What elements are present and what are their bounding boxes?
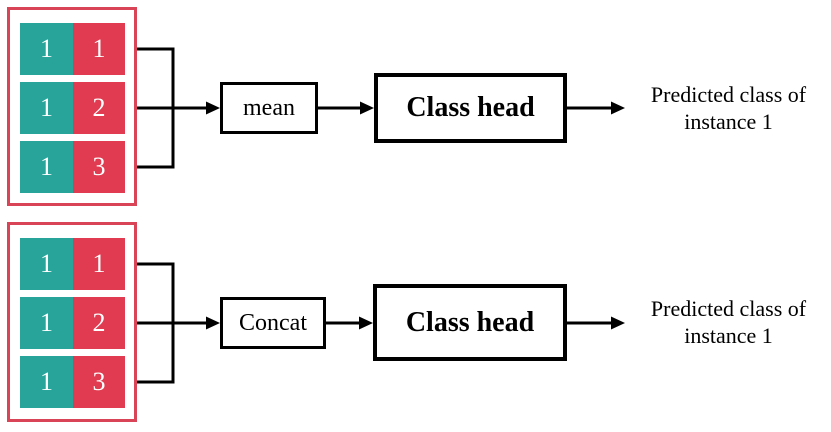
feature-cell-bag: 1: [20, 23, 73, 75]
matrix-row: 1 3: [20, 356, 125, 408]
matrix-row: 1 1: [20, 238, 125, 290]
arrowhead-into-concat: [206, 316, 220, 330]
feature-cell-bag: 1: [20, 297, 73, 349]
operator-label: mean: [243, 94, 295, 121]
arrowhead-into-bottom-class-head: [359, 316, 373, 330]
output-text-bottom: Predicted class of instance 1: [626, 295, 831, 349]
arrowhead-into-mean: [206, 101, 220, 115]
arrowhead-into-bottom-output: [611, 316, 625, 330]
class-head-box-top: Class head: [374, 73, 567, 143]
top-group-connectors: [125, 47, 625, 169]
operator-label: Concat: [239, 309, 307, 336]
feature-cell-bag: 1: [20, 141, 73, 193]
matrix-row: 1 2: [20, 82, 125, 134]
arrowhead-into-top-output: [611, 101, 625, 115]
matrix-row: 1 1: [20, 23, 125, 75]
feature-cell-instance: 1: [73, 238, 125, 290]
feature-cell-instance: 1: [73, 23, 125, 75]
matrix-row: 1 3: [20, 141, 125, 193]
arrowhead-into-top-class-head: [360, 101, 374, 115]
class-head-box-bottom: Class head: [373, 284, 567, 361]
matrix-row: 1 2: [20, 297, 125, 349]
instance-line: instance 1: [684, 109, 773, 134]
feature-cell-instance: 3: [73, 356, 125, 408]
operator-box-mean: mean: [220, 82, 318, 134]
feature-cell-bag: 1: [20, 82, 73, 134]
bottom-group-connectors: [125, 262, 625, 384]
feature-cell-instance: 2: [73, 297, 125, 349]
predicted-class-line: Predicted class of: [650, 82, 807, 107]
feature-cell-bag: 1: [20, 238, 73, 290]
class-head-label: Class head: [406, 92, 535, 123]
instance-line: instance 1: [684, 323, 773, 348]
feature-cell-instance: 2: [73, 82, 125, 134]
predicted-class-line: Predicted class of: [650, 296, 807, 321]
class-head-label: Class head: [405, 306, 535, 338]
feature-cell-bag: 1: [20, 356, 73, 408]
output-text-top: Predicted class of instance 1: [626, 81, 831, 135]
operator-box-concat: Concat: [220, 297, 326, 349]
feature-matrix-top: 1 1 1 2 1 3: [7, 7, 137, 206]
feature-matrix-bottom: 1 1 1 2 1 3: [7, 222, 137, 422]
bottom-merge-lines: [125, 262, 208, 384]
feature-cell-instance: 3: [73, 141, 125, 193]
top-merge-lines: [125, 47, 208, 169]
